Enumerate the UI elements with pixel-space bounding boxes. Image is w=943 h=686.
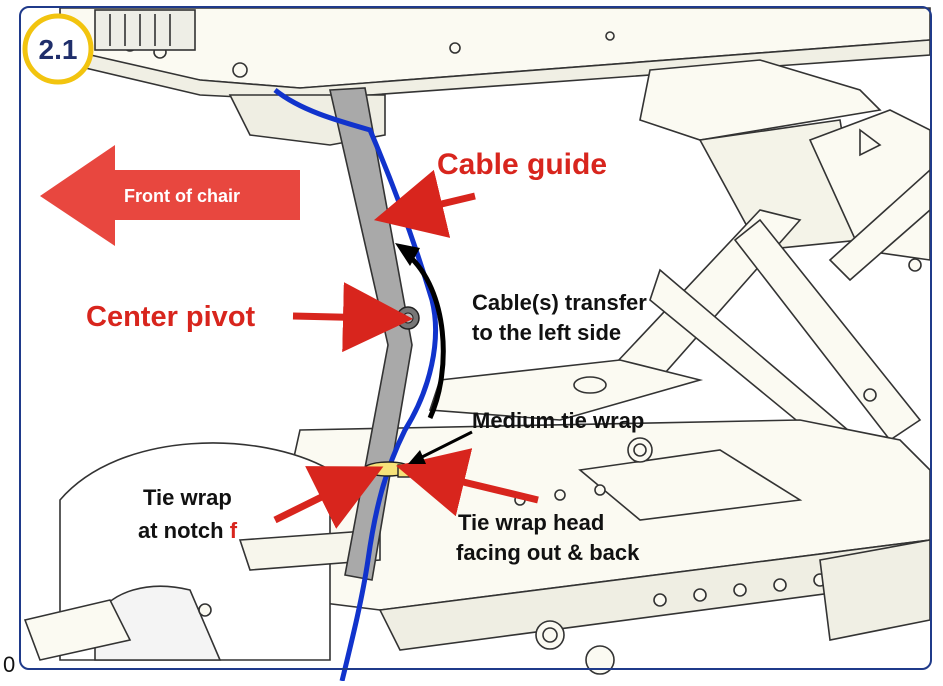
cable-guide-label: Cable guide — [437, 148, 607, 181]
notch-letter: f — [230, 518, 238, 543]
cable-transfer-label-line2: to the left side — [472, 320, 621, 345]
medium-tie-wrap-label: Medium tie wrap — [472, 408, 644, 433]
step-badge: 2.1 — [22, 13, 94, 85]
tie-wrap-notch-arrow — [273, 466, 384, 529]
tie-wrap-notch-label-text: at notch — [138, 518, 224, 543]
tie-wrap-head-arrow — [395, 448, 539, 517]
cable-transfer-label-line1: Cable(s) transfer — [472, 290, 647, 315]
tie-wrap-head-label-line2: facing out & back — [456, 540, 640, 565]
chair-base-drawing — [23, 7, 931, 675]
tie-wrap-notch-label-line2: at notch f — [138, 518, 238, 543]
center-pivot-arrow — [292, 282, 413, 353]
blue-cable — [273, 88, 439, 682]
tie-wrap-notch-label-line1: Tie wrap — [143, 485, 232, 510]
cable-guide-arrow — [373, 169, 476, 238]
step-badge-number: 2.1 — [39, 34, 78, 65]
medium-tie-wrap-arrow — [408, 430, 473, 464]
front-of-chair-arrow: Front of chair — [40, 145, 300, 246]
front-of-chair-label: Front of chair — [124, 186, 240, 206]
callout-arrows — [273, 169, 539, 529]
corner-mark: 0 — [3, 652, 16, 677]
cable-transfer-arrow — [395, 243, 446, 420]
center-pivot-label: Center pivot — [86, 301, 256, 333]
tie-wrap-head-label-line1: Tie wrap head — [458, 510, 604, 535]
